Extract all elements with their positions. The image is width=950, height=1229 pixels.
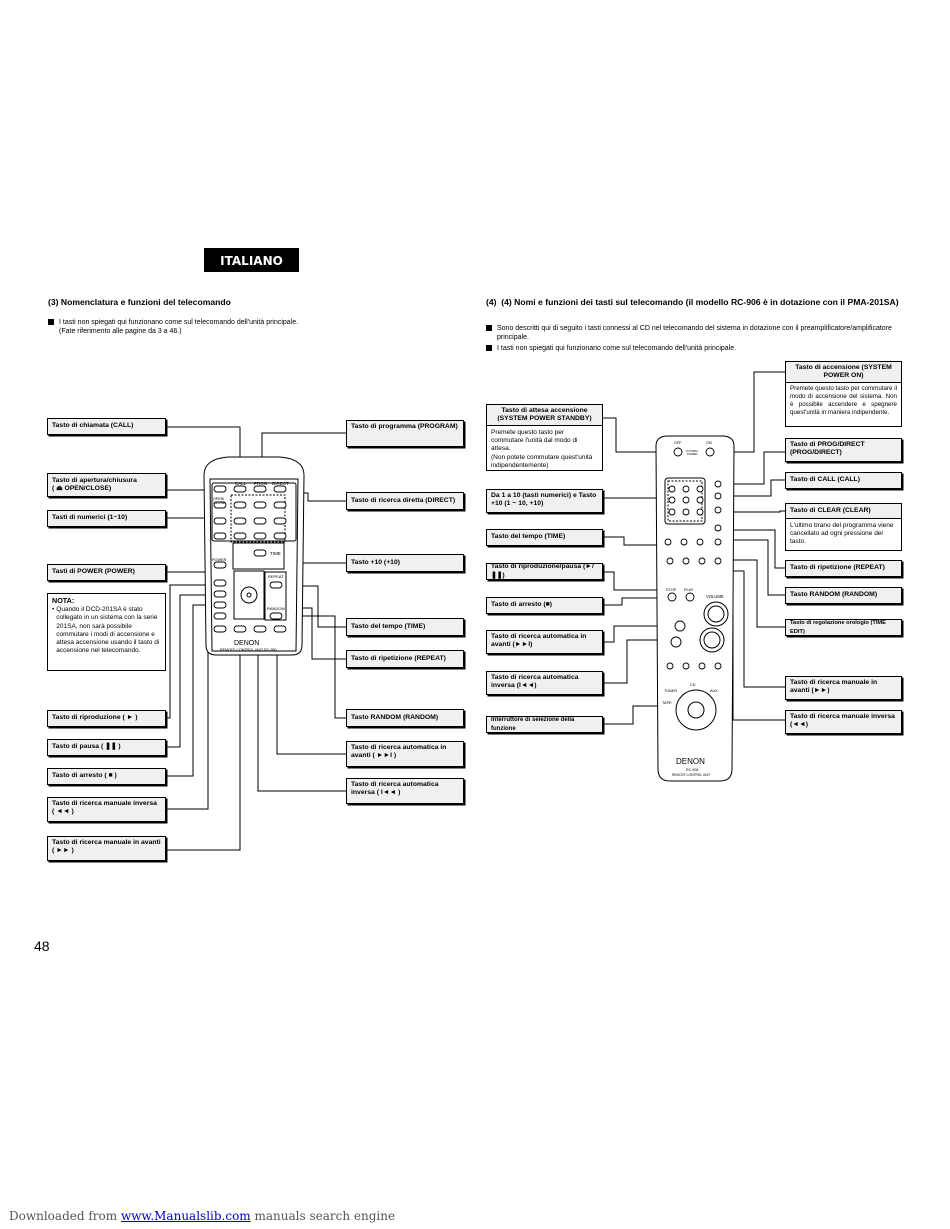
remote906-tape: TAPE [662, 701, 672, 705]
label-manual-reverse: Tasto di ricerca manuale inversa ( ◄◄ ) [47, 797, 166, 822]
label-call: Tasto di chiamata (CALL) [47, 418, 166, 435]
remote-prog-label: PROG [254, 481, 268, 486]
language-banner: ITALIANO [204, 248, 299, 272]
remote-direct-label: DIRECT [272, 481, 289, 486]
label-stop: Tasto di arresto ( ■ ) [47, 768, 166, 785]
label-manual-forward: Tasto di ricerca manuale in avanti ( ►► … [47, 836, 166, 861]
right-bullet-1: Sono descritti qui di seguito i tasti co… [486, 324, 896, 343]
label-play: Tasto di riproduzione ( ► ) [47, 710, 166, 727]
remote-call-label: CALL [235, 481, 247, 486]
label-manual-reverse-right: Tasto di ricerca manuale inversa (◄◄) [785, 710, 902, 734]
remote906-tuner: TUNER [664, 689, 677, 693]
power-on-desc: Premete questo tasto per commutare il mo… [785, 382, 902, 427]
svg-text:POWER: POWER [687, 452, 698, 456]
left-bullet: I tasti non spiegati qui funzionano come… [48, 318, 298, 337]
remote906-stop: STOP [666, 588, 677, 592]
nota-text: Quando il DCD-201SA è stato collegato in… [56, 606, 160, 655]
remote906-unit: REMOTE CONTROL UNIT [672, 773, 710, 777]
label-numeric: Tasti di numerici (1~10) [47, 510, 166, 527]
svg-text:CLOSE: CLOSE [213, 501, 226, 505]
label-repeat-right: Tasto di ripetizione (REPEAT) [785, 560, 902, 577]
label-power-on: Tasto di accensione (SYSTEM POWER ON) [785, 361, 902, 383]
right-section-title: (4) (4) Nomi e funzioni dei tasti sul te… [486, 297, 899, 307]
remote-brand: DENON [234, 640, 259, 647]
nota-title: NOTA: [52, 596, 75, 605]
nota-box: NOTA: •Quando il DCD-201SA è stato colle… [47, 593, 166, 671]
remote-random-label: RANDOM [267, 606, 285, 611]
right-bullet-2: I tasti non spiegati qui funzionano come… [486, 344, 896, 353]
remote906-aux: AUX [710, 689, 718, 693]
label-auto-reverse-right: Tasto di ricerca automatica inversa (I◄◄… [486, 671, 603, 695]
label-standby: Tasto di attesa accensione (SYSTEM POWER… [486, 404, 603, 426]
label-time-right: Tasto del tempo (TIME) [486, 529, 603, 546]
label-prog-direct: Tasto di PROG/DIRECT (PROG/DIRECT) [785, 438, 902, 462]
label-play-pause: Tasto di riproduzione/pausa (►/❚❚) [486, 563, 603, 580]
remote-time-label: TIME [270, 551, 281, 556]
label-function-selector: Interruttore di selezione della funzione [486, 716, 603, 733]
label-power: Tasti di POWER (POWER) [47, 564, 166, 581]
manualslib-link[interactable]: www.Manualslib.com [120, 1209, 251, 1223]
page-number: 48 [34, 938, 50, 954]
remote-model: REMOTE CONTROL UNIT RC-950 [220, 648, 277, 652]
svg-text:SYSTEM: SYSTEM [686, 449, 698, 453]
label-manual-forward-right: Tasto di ricerca manuale in avanti (►►) [785, 676, 902, 700]
remote906-play: PLAY [684, 588, 694, 592]
label-program: Tasto di programma (PROGRAM) [346, 420, 464, 447]
remote-repeat-label: REPEAT [268, 574, 284, 579]
svg-text:OPEN/: OPEN/ [213, 497, 224, 501]
label-random: Tasto RANDOM (RANDOM) [346, 709, 464, 727]
label-time: Tasto del tempo (TIME) [346, 618, 464, 636]
remote906-on: ON [706, 441, 712, 445]
label-plus10: Tasto +10 (+10) [346, 554, 464, 572]
remote906-off: OFF [674, 441, 682, 445]
label-auto-forward: Tasto di ricerca automatica in avanti ( … [346, 741, 464, 767]
remote906-volume: VOLUME [706, 594, 724, 599]
remote-control-rc950: CALL PROG DIRECT OPEN/CLOSE TIME POWER R… [203, 456, 305, 656]
standby-desc: Premete questo tasto per commutare l'uni… [486, 425, 603, 471]
remote906-model: RC-906 [686, 768, 698, 772]
left-section-title: (3) Nomenclatura e funzioni del telecoma… [48, 297, 231, 307]
label-stop-right: Tasto di arresto (■) [486, 597, 603, 614]
label-open-close: Tasto di apertura/chiusura( ⏏ OPEN/CLOSE… [47, 473, 166, 497]
label-time-edit: Tasto di regolazione orologio (TIME EDIT… [785, 619, 902, 636]
remote906-brand: DENON [676, 757, 705, 766]
label-pause: Tasto di pausa ( ❚❚ ) [47, 739, 166, 756]
clear-desc: L'ultimo brano del programma viene cance… [785, 518, 902, 551]
remote-power-label: POWER [212, 558, 227, 562]
label-repeat: Tasto di ripetizione (REPEAT) [346, 650, 464, 668]
label-auto-forward-right: Tasto di ricerca automatica in avanti (►… [486, 630, 603, 654]
label-direct: Tasto di ricerca diretta (DIRECT) [346, 492, 464, 510]
remote906-cd: CD [690, 683, 696, 687]
label-random-right: Tasto RANDOM (RANDOM) [785, 587, 902, 604]
label-numeric-keys: Da 1 a 10 (tasti numerici) e Tasto +10 (… [486, 489, 603, 513]
label-auto-reverse: Tasto di ricerca automatica inversa ( I◄… [346, 778, 464, 804]
footer: Downloaded from www.Manualslib.com manua… [9, 1209, 396, 1223]
label-call-right: Tasto di CALL (CALL) [785, 472, 902, 489]
label-clear: Tasto di CLEAR (CLEAR) [785, 503, 902, 519]
